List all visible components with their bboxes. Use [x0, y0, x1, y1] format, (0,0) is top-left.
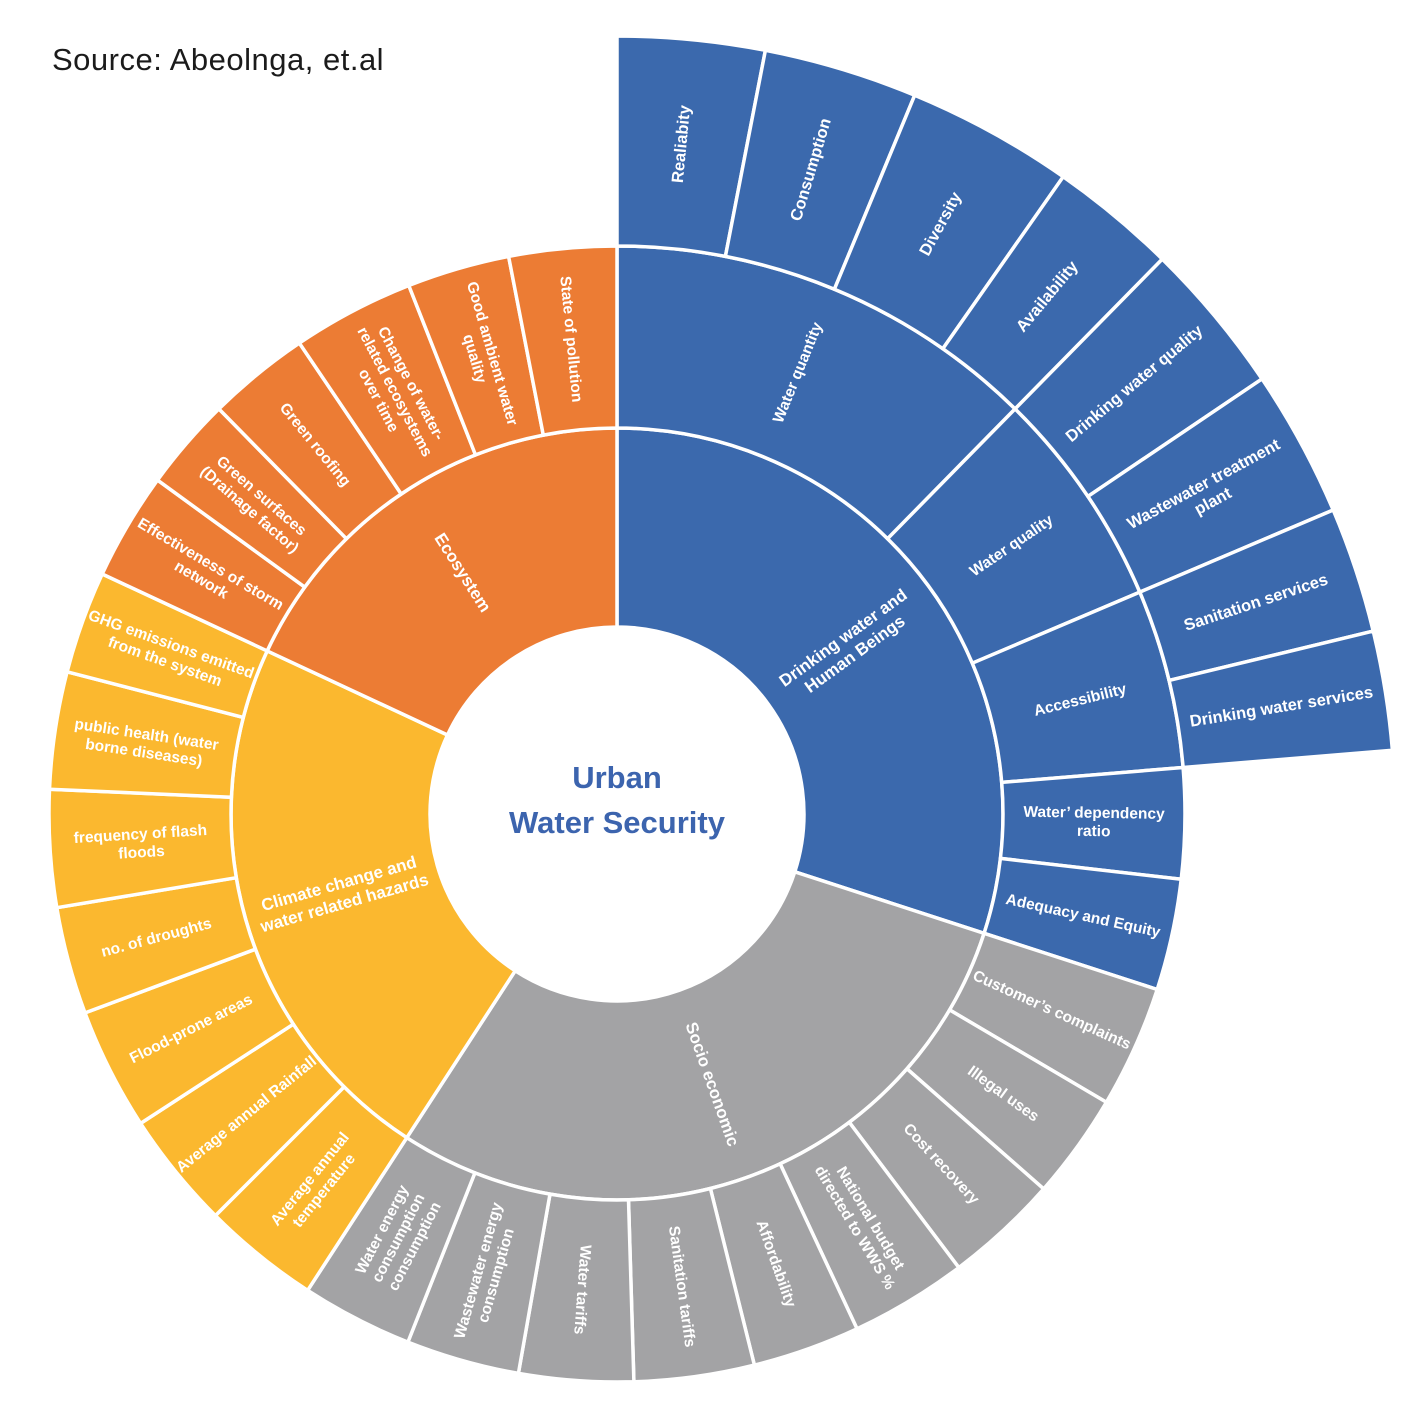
segment-drinking-water-services: [1167, 629, 1395, 770]
segment-label-water-tariffs: Water tariffs: [571, 1244, 595, 1335]
source-caption: Source: Abeolnga, et.al: [52, 42, 385, 77]
segment-label-water-dependency-ratio: Water’ dependencyratio: [1023, 803, 1165, 841]
segment-state-of-pollution: [506, 244, 619, 437]
